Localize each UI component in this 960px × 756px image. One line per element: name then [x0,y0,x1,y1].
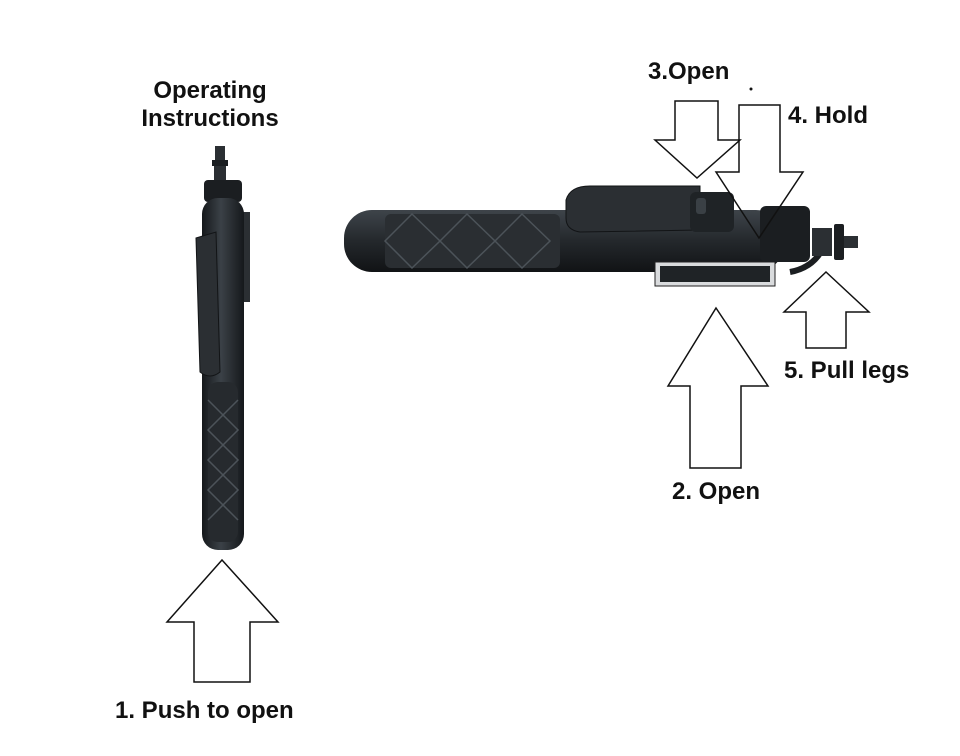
up-arrow-icon [165,558,280,683]
diagram-title: Operating Instructions [120,77,300,133]
step-4-label: 4. Hold [788,102,869,129]
step-2-label: 2. Open [672,478,761,505]
step-3-label: 3.Open [648,58,730,85]
down-arrow-icon [653,100,742,180]
step-1-label: 1. Push to open [115,697,294,724]
up-arrow-icon [782,270,871,349]
tripod-horizontal-icon [344,185,858,287]
title-line-2: Instructions [141,105,279,132]
down-arrow-icon [714,104,805,240]
step-5-label: 5. Pull legs [784,357,910,384]
up-arrow-icon [666,306,770,469]
tripod-vertical-icon [195,146,250,550]
title-line-1: Operating [153,77,267,104]
